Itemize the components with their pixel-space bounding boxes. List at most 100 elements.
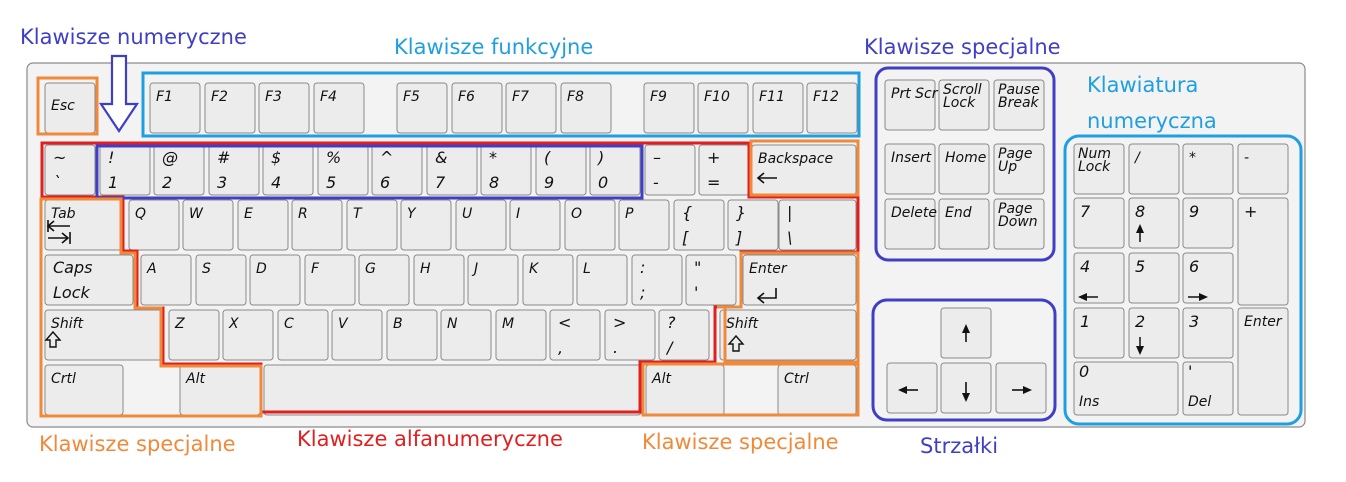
key-b[interactable]	[386, 309, 438, 361]
key-label-bottom-d8: 8	[489, 173, 499, 192]
key-caps[interactable]	[44, 254, 134, 306]
key-rbracket[interactable]	[727, 199, 779, 251]
key-c[interactable]	[277, 309, 329, 361]
key-a[interactable]	[140, 254, 192, 306]
key-np7[interactable]	[1073, 197, 1125, 249]
key-label-np2: 2	[1135, 312, 1145, 331]
key-o[interactable]	[564, 199, 616, 251]
key-space[interactable]	[263, 364, 642, 416]
key-z[interactable]	[168, 309, 220, 361]
key-g[interactable]	[358, 254, 410, 306]
key-right[interactable]	[995, 362, 1047, 414]
key-k[interactable]	[522, 254, 574, 306]
key-f2[interactable]	[204, 82, 256, 134]
key-v[interactable]	[331, 309, 383, 361]
key-w[interactable]	[182, 199, 234, 251]
key-r[interactable]	[291, 199, 343, 251]
key-d[interactable]	[249, 254, 301, 306]
key-i[interactable]	[509, 199, 561, 251]
key-f7[interactable]	[505, 82, 557, 134]
key-rshift[interactable]	[719, 309, 857, 361]
key-npmul[interactable]	[1182, 143, 1234, 195]
key-y[interactable]	[400, 199, 452, 251]
key-npplus[interactable]	[1237, 197, 1289, 306]
key-np0[interactable]	[1073, 361, 1179, 416]
arrows-outline	[871, 298, 1057, 422]
key-npminus[interactable]	[1237, 143, 1289, 195]
key-np5[interactable]	[1128, 252, 1180, 304]
key-pagedown[interactable]	[993, 198, 1045, 250]
key-np1[interactable]	[1073, 307, 1125, 359]
key-label-y: Y	[407, 206, 417, 222]
key-label-f12: F12	[813, 89, 839, 105]
key-np6[interactable]	[1182, 252, 1234, 304]
key-f3[interactable]	[258, 82, 310, 134]
key-label-np1: 1	[1080, 312, 1090, 331]
key-h[interactable]	[413, 254, 465, 306]
key-t[interactable]	[346, 199, 398, 251]
key-l[interactable]	[576, 254, 628, 306]
key-pause[interactable]	[993, 79, 1045, 131]
label-special-keys-left: Klawisze specjalne	[39, 432, 236, 456]
key-np4[interactable]	[1073, 252, 1125, 304]
key-end[interactable]	[938, 198, 990, 250]
key-s[interactable]	[195, 254, 247, 306]
key-slash[interactable]	[658, 309, 710, 361]
key-label-top-d8: *	[489, 148, 497, 167]
key-np8[interactable]	[1128, 197, 1180, 249]
key-f12[interactable]	[806, 82, 858, 134]
key-label-rshift: Shift	[726, 316, 759, 332]
key-home[interactable]	[938, 143, 990, 195]
key-label-bottom-lbracket: [	[682, 228, 689, 247]
key-np9[interactable]	[1182, 197, 1234, 249]
key-pageup[interactable]	[993, 143, 1045, 195]
key-insert[interactable]	[884, 143, 936, 195]
key-label-o: O	[571, 206, 582, 222]
key-npenter[interactable]	[1237, 307, 1289, 416]
key-tilde[interactable]	[44, 144, 96, 196]
key-q[interactable]	[128, 199, 180, 251]
key-left[interactable]	[886, 362, 938, 414]
key-x[interactable]	[222, 309, 274, 361]
key-delete[interactable]	[884, 198, 936, 250]
key-label-top-pause: Pause	[998, 82, 1040, 98]
special-keys-left-outline	[39, 197, 263, 418]
key-label-bottom-d6: 6	[380, 173, 390, 192]
key-e[interactable]	[237, 199, 289, 251]
key-f1[interactable]	[149, 82, 201, 134]
key-semicolon[interactable]	[631, 254, 683, 306]
key-m[interactable]	[495, 309, 547, 361]
key-enter[interactable]	[742, 254, 857, 306]
key-scroll[interactable]	[938, 79, 990, 131]
key-label-top-lbracket: {	[682, 203, 692, 222]
key-numlock[interactable]	[1073, 143, 1125, 195]
key-npdiv[interactable]	[1128, 143, 1180, 195]
key-comma[interactable]	[549, 309, 601, 361]
key-f8[interactable]	[560, 82, 612, 134]
label-numeric-keys: Klawisze numeryczne	[20, 25, 247, 49]
key-backslash[interactable]	[778, 199, 857, 251]
key-quote[interactable]	[685, 254, 737, 306]
key-f4[interactable]	[313, 82, 365, 134]
key-f6[interactable]	[451, 82, 503, 134]
key-label-delete: Delete	[891, 205, 937, 221]
key-period[interactable]	[604, 309, 656, 361]
key-label-bottom-d0: 0	[598, 173, 608, 192]
key-p[interactable]	[618, 199, 670, 251]
key-n[interactable]	[440, 309, 492, 361]
key-u[interactable]	[455, 199, 507, 251]
key-f[interactable]	[304, 254, 356, 306]
key-f9[interactable]	[643, 82, 695, 134]
key-j[interactable]	[467, 254, 519, 306]
key-label-top-backslash: |	[787, 203, 792, 222]
key-f11[interactable]	[752, 82, 804, 134]
key-f5[interactable]	[396, 82, 448, 134]
key-f10[interactable]	[697, 82, 749, 134]
key-npdot[interactable]	[1182, 361, 1234, 416]
key-np3[interactable]	[1182, 307, 1234, 359]
key-minus[interactable]	[644, 144, 696, 196]
key-prtscr[interactable]	[884, 79, 936, 131]
key-np2[interactable]	[1128, 307, 1180, 359]
key-lbracket[interactable]	[673, 199, 725, 251]
function-keys-outline	[141, 71, 861, 138]
